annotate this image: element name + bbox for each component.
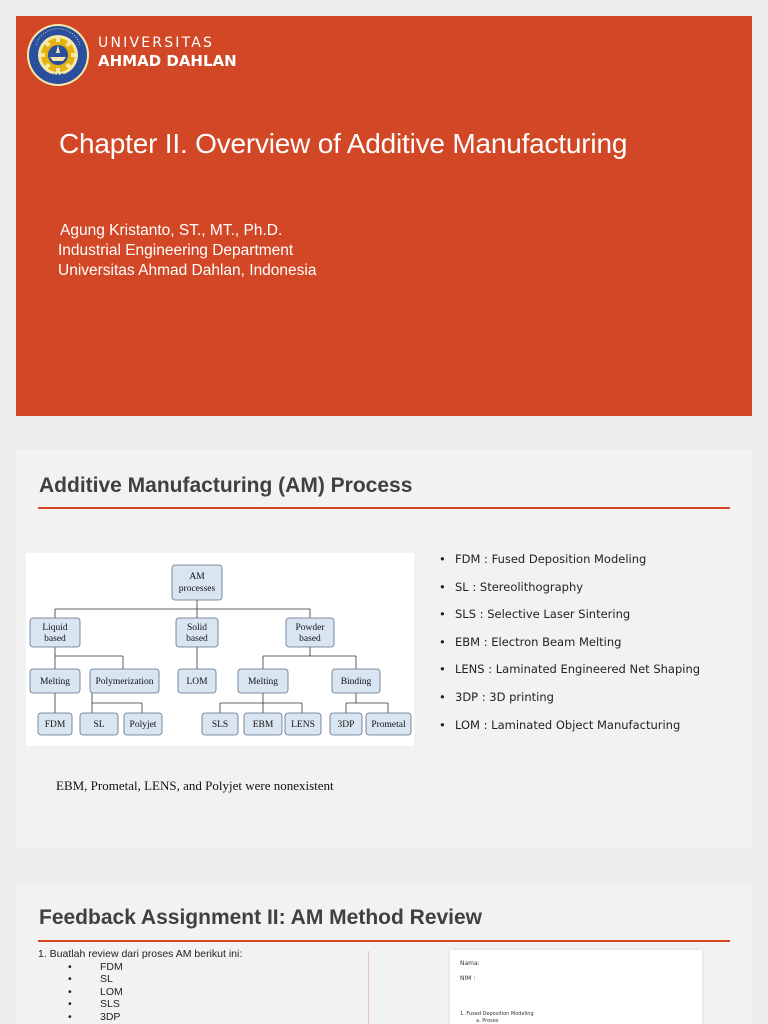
institution-name: Universitas Ahmad Dahlan, Indonesia [58, 262, 317, 279]
bullet-icon: • [439, 634, 446, 649]
label-processes: processes [179, 584, 216, 594]
node-prometal [365, 712, 412, 736]
bullet-icon: • [68, 973, 72, 986]
label-sls: SLS [212, 720, 228, 730]
node-3dp [329, 712, 363, 736]
list-item: •LOM [68, 985, 123, 998]
list-item: •SL [68, 973, 113, 986]
node-lens [284, 712, 322, 736]
label-solid-based: based [186, 634, 208, 644]
author-name: Agung Kristanto, ST., MT., Ph.D. [60, 222, 283, 239]
slide-title: Additive Manufacturing (AM) Process [39, 474, 413, 497]
slide-title: Feedback Assignment II: AM Method Review [39, 906, 483, 929]
label-fdm: FDM [45, 720, 66, 730]
title-divider [38, 507, 730, 509]
logo-text-ahmad-dahlan: AHMAD DAHLAN [98, 52, 237, 70]
bullet-icon: • [439, 579, 446, 594]
list-item: •FDM : Fused Deposition Modeling [439, 552, 647, 566]
diagram-note: EBM, Prometal, LENS, and Polyjet were no… [56, 778, 334, 793]
label-solid: Solid [187, 623, 207, 633]
label-liquid-based: based [44, 634, 66, 644]
feedback-assignment-slide: Feedback Assignment II: AM Method Review… [16, 883, 752, 1024]
title-divider [38, 940, 730, 942]
doc-section-heading: 1. Fused Deposition Modeling [460, 1011, 534, 1017]
list-item: •FDM [68, 960, 123, 973]
bullet-icon: • [68, 985, 72, 998]
label-lens: LENS [291, 720, 315, 730]
university-seal-icon: UAD [26, 23, 90, 87]
label-polyjet: Polyjet [130, 720, 157, 730]
node-am-processes [171, 564, 223, 601]
presentation-title: Chapter II. Overview of Additive Manufac… [59, 128, 628, 159]
bullet-icon: • [439, 717, 446, 732]
bullet-icon: • [439, 689, 446, 704]
am-abbreviation-list: •FDM : Fused Deposition Modeling •SL : S… [439, 552, 739, 745]
label-3dp: 3DP [338, 720, 355, 730]
list-item: •LOM : Laminated Object Manufacturing [439, 717, 681, 732]
diagram-connectors [54, 600, 389, 713]
label-sl: SL [93, 720, 104, 730]
bullet-icon: • [439, 552, 446, 566]
label-liquid: Liquid [42, 623, 68, 633]
node-sls [201, 712, 239, 736]
department-name: Industrial Engineering Department [58, 242, 294, 259]
node-melting-powder [237, 668, 289, 694]
list-item: •SLS [68, 998, 120, 1011]
node-fdm [37, 712, 73, 736]
node-polyjet [123, 712, 163, 736]
review-instructions: 1. Buatlah review dari proses AM berikut… [38, 948, 242, 1024]
node-liquid-based [29, 617, 81, 648]
bullet-icon: • [439, 607, 446, 622]
am-process-slide: Additive Manufacturing (AM) Process [16, 450, 752, 849]
label-ebm: EBM [253, 720, 274, 730]
label-prometal: Prometal [371, 720, 406, 730]
node-ebm [243, 712, 283, 736]
list-item: •SL : Stereolithography [439, 579, 584, 594]
label-powder: Powder [295, 623, 325, 633]
node-solid-based [175, 617, 219, 648]
title-slide: UAD UNIVERSITAS AHMAD DAHLAN Chapter II.… [16, 16, 752, 416]
label-lom: LOM [186, 677, 208, 687]
node-binding [331, 668, 381, 694]
label-binding: Binding [341, 677, 372, 687]
bullet-icon: • [68, 1010, 72, 1023]
label-am: AM [189, 572, 205, 582]
doc-nama-label: Nama: [460, 960, 480, 967]
presenter-info: Agung Kristanto, ST., MT., Ph.D. Industr… [58, 221, 316, 281]
label-melting-powder: Melting [248, 677, 278, 687]
list-item: •EBM : Electron Beam Melting [439, 634, 622, 649]
instruction-text: 1. Buatlah review dari proses AM berikut… [38, 948, 243, 960]
node-melting-liquid [29, 668, 81, 694]
list-item: •3DP [68, 1010, 121, 1023]
bullet-icon: • [439, 662, 446, 677]
bullet-icon: • [68, 998, 72, 1011]
node-polymerization [89, 668, 160, 694]
label-melting-liquid: Melting [40, 677, 70, 687]
logo-text-universitas: UNIVERSITAS [98, 35, 215, 51]
doc-subsection: a. Proses [476, 1018, 499, 1024]
doc-nim-label: NIM : [460, 975, 476, 982]
column-divider [368, 951, 369, 1024]
bullet-icon: • [68, 960, 72, 973]
list-item: •LENS : Laminated Engineered Net Shaping [439, 662, 701, 677]
label-powder-based: based [299, 634, 321, 644]
label-polymerization: Polymerization [95, 677, 153, 687]
node-sl [79, 712, 119, 736]
list-item: •SLS : Selective Laser Sintering [439, 607, 631, 622]
node-lom [177, 668, 217, 694]
list-item: •3DP : 3D printing [439, 689, 554, 704]
template-document-preview: Nama: NIM : 1. Fused Deposition Modeling… [450, 950, 702, 1024]
node-powder-based [285, 617, 335, 648]
am-process-diagram: AM processes Liquid based Solid based Po… [26, 553, 414, 746]
seal-label: UAD [51, 73, 65, 80]
